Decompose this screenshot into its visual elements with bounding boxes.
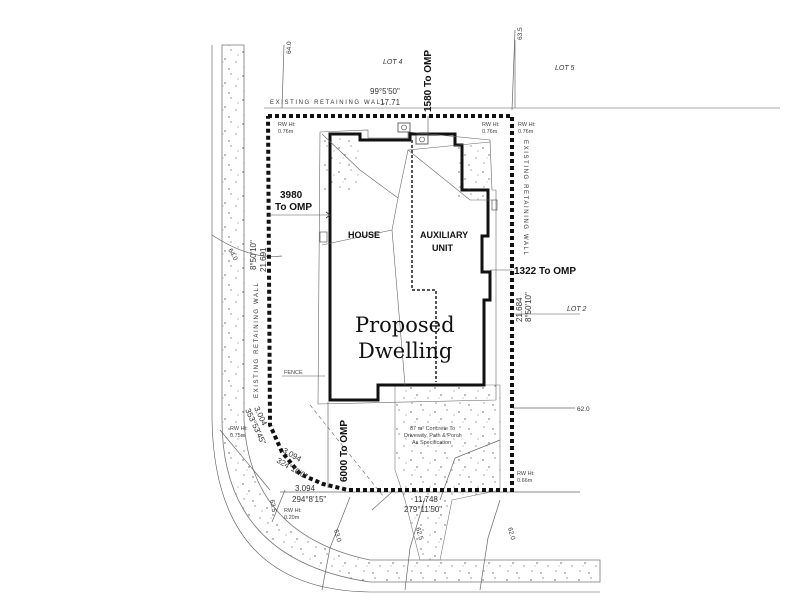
house-label: HOUSE — [348, 230, 380, 240]
contour-label-63: 63.0 — [332, 529, 342, 543]
svg-text:0.20m: 0.20m — [284, 515, 300, 521]
right-length: 21.684 — [515, 297, 524, 322]
concrete-note: 87 m² Concrete To Driveway, Path & Porch… — [404, 426, 462, 446]
site-boundary — [266, 114, 514, 492]
setback-bottom: 6000 To OMP — [339, 420, 350, 482]
retaining-wall-top-label: EXISTING RETAINING WALL — [270, 100, 386, 106]
fence-diagonal — [309, 404, 384, 497]
lot-5-label: LOT 5 — [555, 65, 575, 72]
corner-bearing: 294°8'15" — [292, 495, 326, 504]
rw-height-top-mid: RW Ht: 0.76m — [482, 122, 500, 135]
svg-text:0.76m: 0.76m — [482, 129, 498, 135]
bottom-length: 11.748 — [414, 495, 438, 504]
bottom-bearing: 279°11'50" — [404, 505, 442, 514]
contour-label-62: 62.0 — [577, 406, 590, 413]
top-length: 17.71 — [380, 98, 401, 107]
proposed-dwelling-title-line2: Dwelling — [358, 339, 452, 363]
svg-text:87 m² Concrete To: 87 m² Concrete To — [410, 426, 455, 432]
auxiliary-label-line1: AUXILIARY — [420, 230, 468, 240]
fence-label: FENCE — [284, 370, 303, 376]
setback-right: 1322 To OMP — [514, 266, 576, 277]
setback-left-value: 3980 — [280, 190, 303, 201]
contour-label-63-5-top: 63.5 — [517, 27, 524, 40]
contour-label-64-top: 64.0 — [286, 41, 293, 54]
setback-top: 1580 To OMP — [423, 50, 434, 112]
house-footprint[interactable] — [328, 132, 492, 402]
auxiliary-divider — [411, 140, 437, 382]
svg-text:0.76m: 0.76m — [518, 129, 534, 135]
setback-lines — [268, 116, 512, 488]
top-bearing: 99°5'50" — [370, 87, 400, 96]
road-verge — [221, 44, 601, 583]
kerb-line — [211, 45, 600, 593]
driveway-concrete — [394, 384, 501, 561]
svg-text:RW Ht:: RW Ht: — [518, 122, 536, 128]
svg-text:RW Ht:: RW Ht: — [278, 122, 296, 128]
svg-text:RW Ht:: RW Ht: — [284, 508, 302, 514]
left-length: 21.691 — [259, 247, 268, 272]
eave-hatching — [322, 134, 490, 200]
svg-text:0.76m: 0.76m — [278, 129, 294, 135]
contour-label-62-bottom: 62.0 — [506, 527, 516, 541]
proposed-dwelling-title-line1: Proposed — [355, 313, 455, 337]
svg-text:RW Ht:: RW Ht: — [230, 426, 248, 432]
rw-height-top-right: RW Ht: 0.76m — [518, 122, 536, 135]
contour-label-63-5-bottom: 63.5 — [268, 499, 277, 513]
contour-label-62-5: 62.5 — [414, 527, 424, 541]
lot-division-lines — [264, 40, 780, 511]
rw-height-top-left: RW Ht: 0.76m — [278, 122, 296, 135]
svg-text:RW Ht:: RW Ht: — [517, 471, 535, 477]
svg-text:0.75m: 0.75m — [230, 433, 246, 439]
svg-text:RW Ht:: RW Ht: — [482, 122, 500, 128]
rw-height-bottom-left: RW Ht: 0.20m — [284, 508, 302, 521]
lot-2-label: LOT 2 — [567, 306, 587, 313]
setback-left-unit: To OMP — [275, 202, 312, 213]
svg-text:Driveway, Path & Porch: Driveway, Path & Porch — [404, 433, 462, 439]
fixtures — [319, 122, 498, 243]
right-bearing: 8°50'10" — [524, 292, 533, 322]
svg-text:0.66m: 0.66m — [517, 478, 533, 484]
rw-height-bottom-right: RW Ht: 0.66m — [517, 471, 535, 484]
retaining-wall-right-label: EXISTING RETAINING WALL — [522, 140, 528, 256]
svg-text:As Specification: As Specification — [412, 440, 451, 446]
retaining-wall-left-label: EXISTING RETAINING WALL — [254, 282, 260, 398]
lot-4-label: LOT 4 — [383, 59, 403, 66]
left-bearing: 8°50'10" — [249, 240, 258, 270]
rw-height-left: RW Ht: 0.75m — [230, 426, 248, 439]
auxiliary-label-line2: UNIT — [432, 243, 453, 253]
corner-length: 3.094 — [295, 484, 316, 493]
